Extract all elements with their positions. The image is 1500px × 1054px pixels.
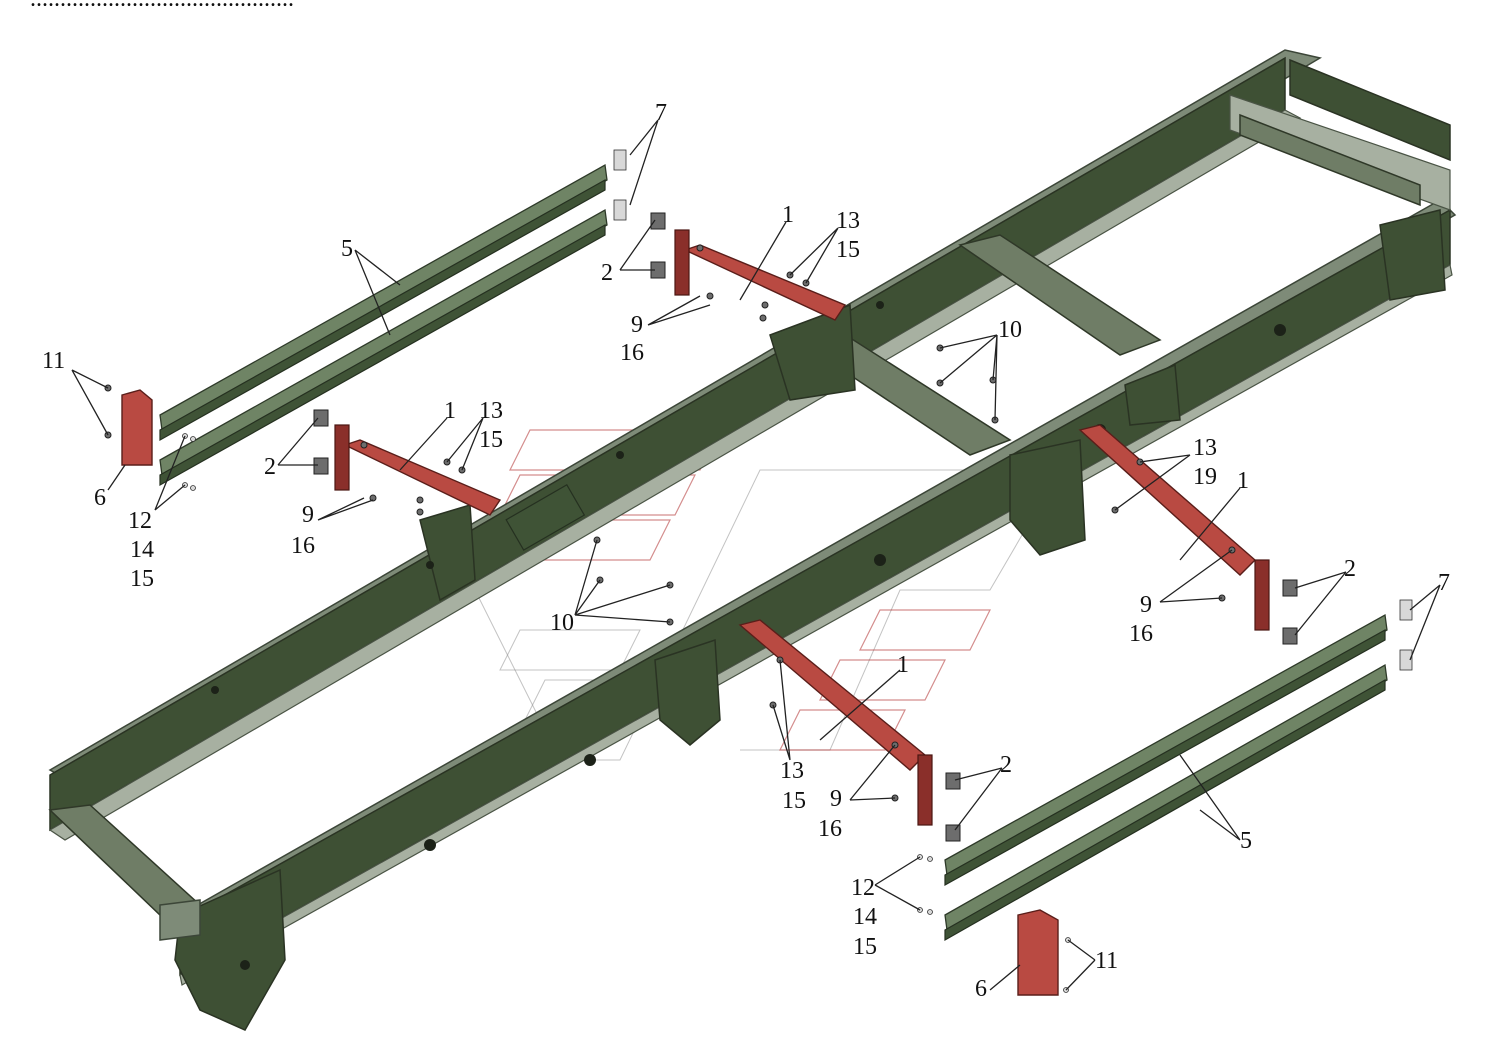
front-end-bracket (159, 868, 286, 1031)
callout-13: 13 (479, 398, 503, 424)
callout-15: 15 (853, 934, 877, 960)
callout-12: 12 (851, 875, 875, 901)
pad-2 (313, 409, 329, 427)
callout-16: 16 (1129, 621, 1153, 647)
spring-hanger (654, 638, 721, 746)
callout-9: 9 (631, 312, 643, 338)
callout-9: 9 (1140, 592, 1152, 618)
spring-hanger (1124, 363, 1181, 426)
bracket-1-lower-right (1078, 424, 1270, 631)
callout-7: 7 (655, 100, 667, 126)
callout-1: 1 (444, 398, 456, 424)
callout-2: 2 (1000, 752, 1012, 778)
callout-19: 19 (1193, 464, 1217, 490)
bracket-1-upper-left (334, 424, 502, 516)
callout-6: 6 (975, 976, 987, 1002)
callout-10: 10 (550, 610, 574, 636)
pad-2 (1282, 579, 1298, 597)
callout-11: 11 (1095, 948, 1118, 974)
callout-15: 15 (836, 237, 860, 263)
end-cap-7 (613, 149, 627, 171)
end-cap-7 (613, 199, 627, 221)
strip-5-upper-a (159, 163, 608, 442)
callout-15: 15 (130, 566, 154, 592)
callout-10: 10 (998, 317, 1022, 343)
callout-13: 13 (1193, 435, 1217, 461)
callout-9: 9 (302, 502, 314, 528)
callout-9: 9 (830, 786, 842, 812)
end-cap-7 (1399, 649, 1413, 671)
callout-1: 1 (782, 202, 794, 228)
callout-13: 13 (836, 208, 860, 234)
bracket-1-upper-right (674, 229, 847, 321)
rear-cross-member (1229, 58, 1451, 211)
spring-hanger (1009, 439, 1086, 556)
callout-labels: 11 6 12 14 15 5 7 2 9 16 1 13 15 2 9 16 … (42, 100, 1450, 1002)
callout-7: 7 (1438, 570, 1450, 596)
strip-5-lower-b (944, 663, 1388, 942)
callout-1: 1 (897, 652, 909, 678)
callout-5: 5 (341, 236, 353, 262)
callout-14: 14 (130, 537, 154, 563)
callout-15: 15 (479, 427, 503, 453)
strip-5-lower-a (944, 613, 1388, 887)
end-cap-7 (1399, 599, 1413, 621)
pad-2 (313, 457, 329, 475)
cross-member-front (48, 804, 202, 916)
pad-2 (945, 772, 961, 790)
strip-5-upper-b (159, 208, 608, 487)
pad-2 (650, 212, 666, 230)
pad-2 (1282, 627, 1298, 645)
bracket-1-lower-left (738, 619, 933, 826)
pad-2 (945, 824, 961, 842)
callout-1: 1 (1237, 468, 1249, 494)
cross-member-rear (958, 234, 1162, 356)
header-caption: ........................................… (30, 0, 294, 12)
plate (505, 483, 586, 551)
callout-16: 16 (291, 533, 315, 559)
callout-11: 11 (42, 348, 65, 374)
callout-12: 12 (128, 508, 152, 534)
cover-6-upper (121, 389, 153, 466)
callout-14: 14 (853, 904, 877, 930)
callout-16: 16 (620, 340, 644, 366)
callout-2: 2 (601, 260, 613, 286)
spring-hanger (419, 504, 476, 602)
callout-2: 2 (264, 454, 276, 480)
spring-hanger (1379, 209, 1446, 301)
callout-5: 5 (1240, 828, 1252, 854)
leader-lines (71, 119, 1441, 991)
callout-13: 13 (780, 758, 804, 784)
callout-2: 2 (1344, 556, 1356, 582)
callout-15: 15 (782, 788, 806, 814)
callout-6: 6 (94, 485, 106, 511)
chassis-frame (48, 49, 1457, 1031)
callout-16: 16 (818, 816, 842, 842)
cover-6-lower (1017, 909, 1059, 996)
